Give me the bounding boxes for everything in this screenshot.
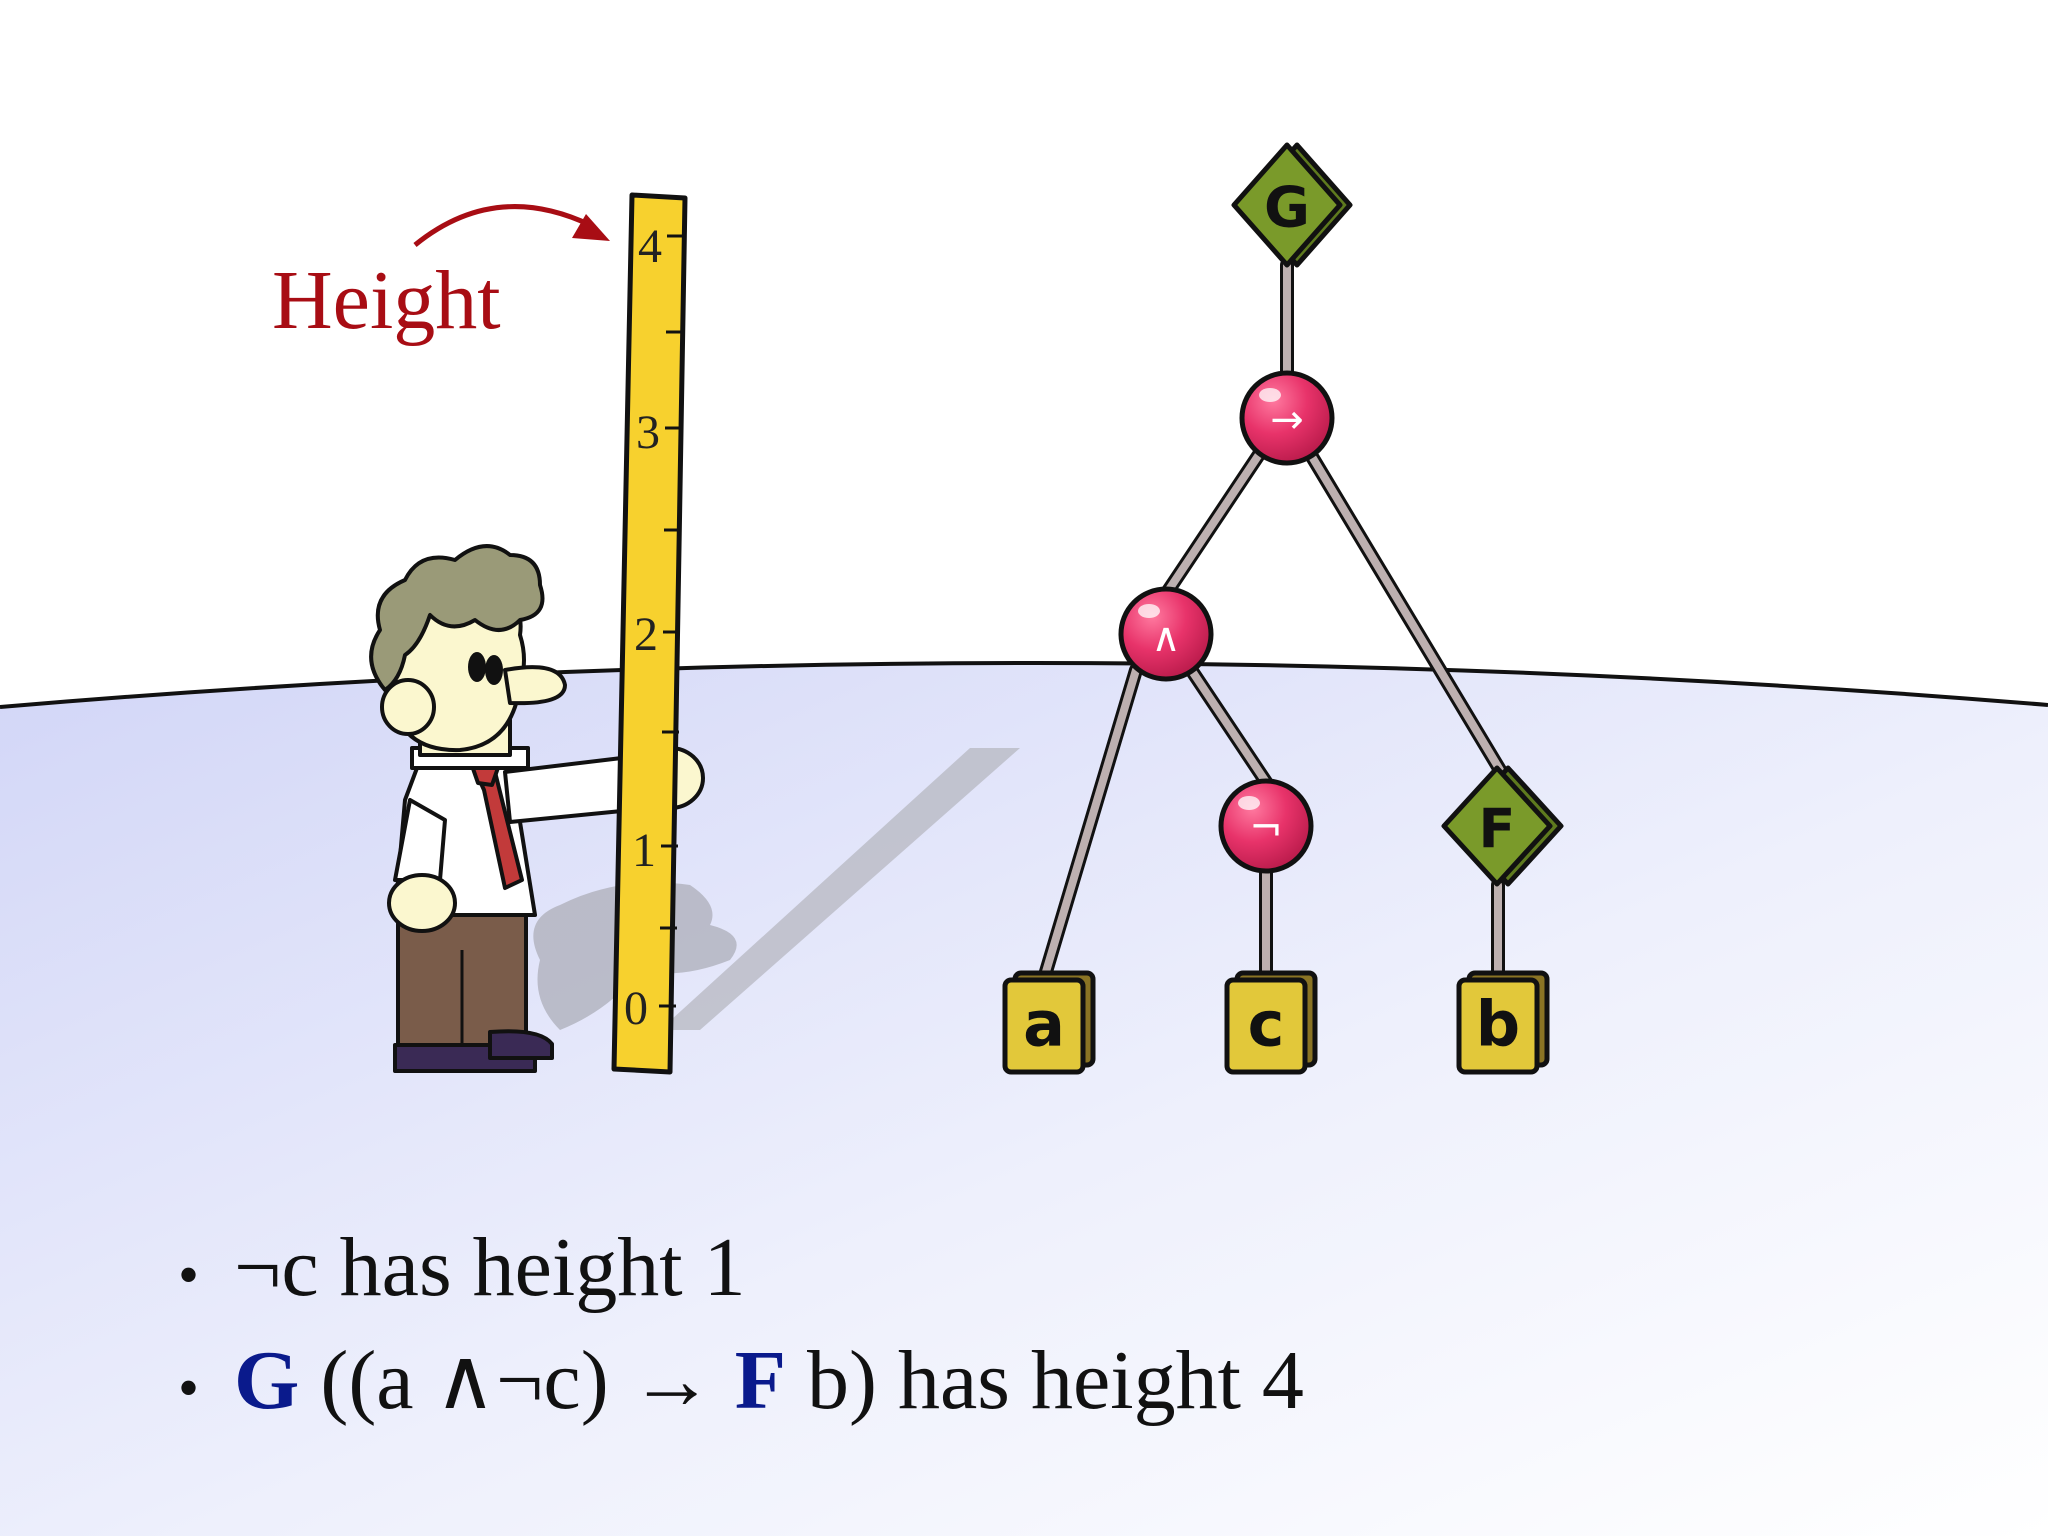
syntax-tree-edges xyxy=(1038,258,1507,982)
bullet-item-2: • G ((a ∧¬c) → F b) has height 4 xyxy=(178,1328,1878,1441)
node-not-label: ¬ xyxy=(1249,805,1283,851)
ruler-tick-0: 0 xyxy=(624,982,648,1035)
bullet-marker: • xyxy=(178,1355,200,1421)
person-eye-left xyxy=(468,652,486,682)
tree-node-implies: → xyxy=(1239,370,1335,466)
person-hand-left xyxy=(387,873,457,933)
bullet-1-text: ¬c has height 1 xyxy=(234,1221,746,1314)
bullet-2-middle: ((a ∧¬c) → xyxy=(299,1334,735,1427)
ruler-shadow xyxy=(660,748,1020,1030)
tree-node-and: ∧ xyxy=(1118,586,1214,682)
person-figure xyxy=(369,544,705,1073)
ruler-tick-3: 3 xyxy=(636,406,660,459)
tree-node-G: G xyxy=(1231,142,1353,268)
ruler-tick-2: 2 xyxy=(634,608,658,661)
bullet-2-op-globally: G xyxy=(234,1334,300,1427)
tree-leaf-c: c xyxy=(1224,970,1318,1075)
person-eye-right xyxy=(485,655,503,685)
tree-node-not: ¬ xyxy=(1218,778,1314,874)
person-nose xyxy=(503,665,567,706)
bullet-marker: • xyxy=(178,1242,200,1308)
leaf-a-label: a xyxy=(1023,988,1065,1061)
leaf-c-label: c xyxy=(1248,988,1285,1061)
height-arrow xyxy=(413,204,592,247)
ruler-tick-4: 4 xyxy=(638,220,662,273)
bullet-item-1: • ¬c has height 1 xyxy=(178,1215,1878,1328)
person-hair xyxy=(369,544,545,692)
height-label-group: Height xyxy=(272,204,610,347)
ruler-tick-1: 1 xyxy=(632,824,656,877)
node-and-label: ∧ xyxy=(1151,615,1180,661)
person-shoe-right xyxy=(488,1029,554,1060)
node-F-label: F xyxy=(1479,798,1516,861)
bullet-list: • ¬c has height 1 • G ((a ∧¬c) → F b) has … xyxy=(178,1215,1878,1441)
tree-leaf-a: a xyxy=(1002,970,1096,1075)
bullet-2-op-eventually: F xyxy=(734,1334,786,1427)
tree-leaf-b: b xyxy=(1456,970,1550,1075)
tree-node-F: F xyxy=(1441,765,1564,887)
arrowhead-icon xyxy=(572,214,610,241)
bullet-2-tail: b) has height 4 xyxy=(786,1334,1304,1427)
node-G-label: G xyxy=(1264,176,1310,241)
leaf-b-label: b xyxy=(1476,988,1520,1061)
horizon-line xyxy=(0,661,2048,709)
height-label: Height xyxy=(272,254,501,347)
height-ruler: 4 3 2 1 0 xyxy=(611,192,688,1075)
node-implies-label: → xyxy=(1270,397,1304,443)
